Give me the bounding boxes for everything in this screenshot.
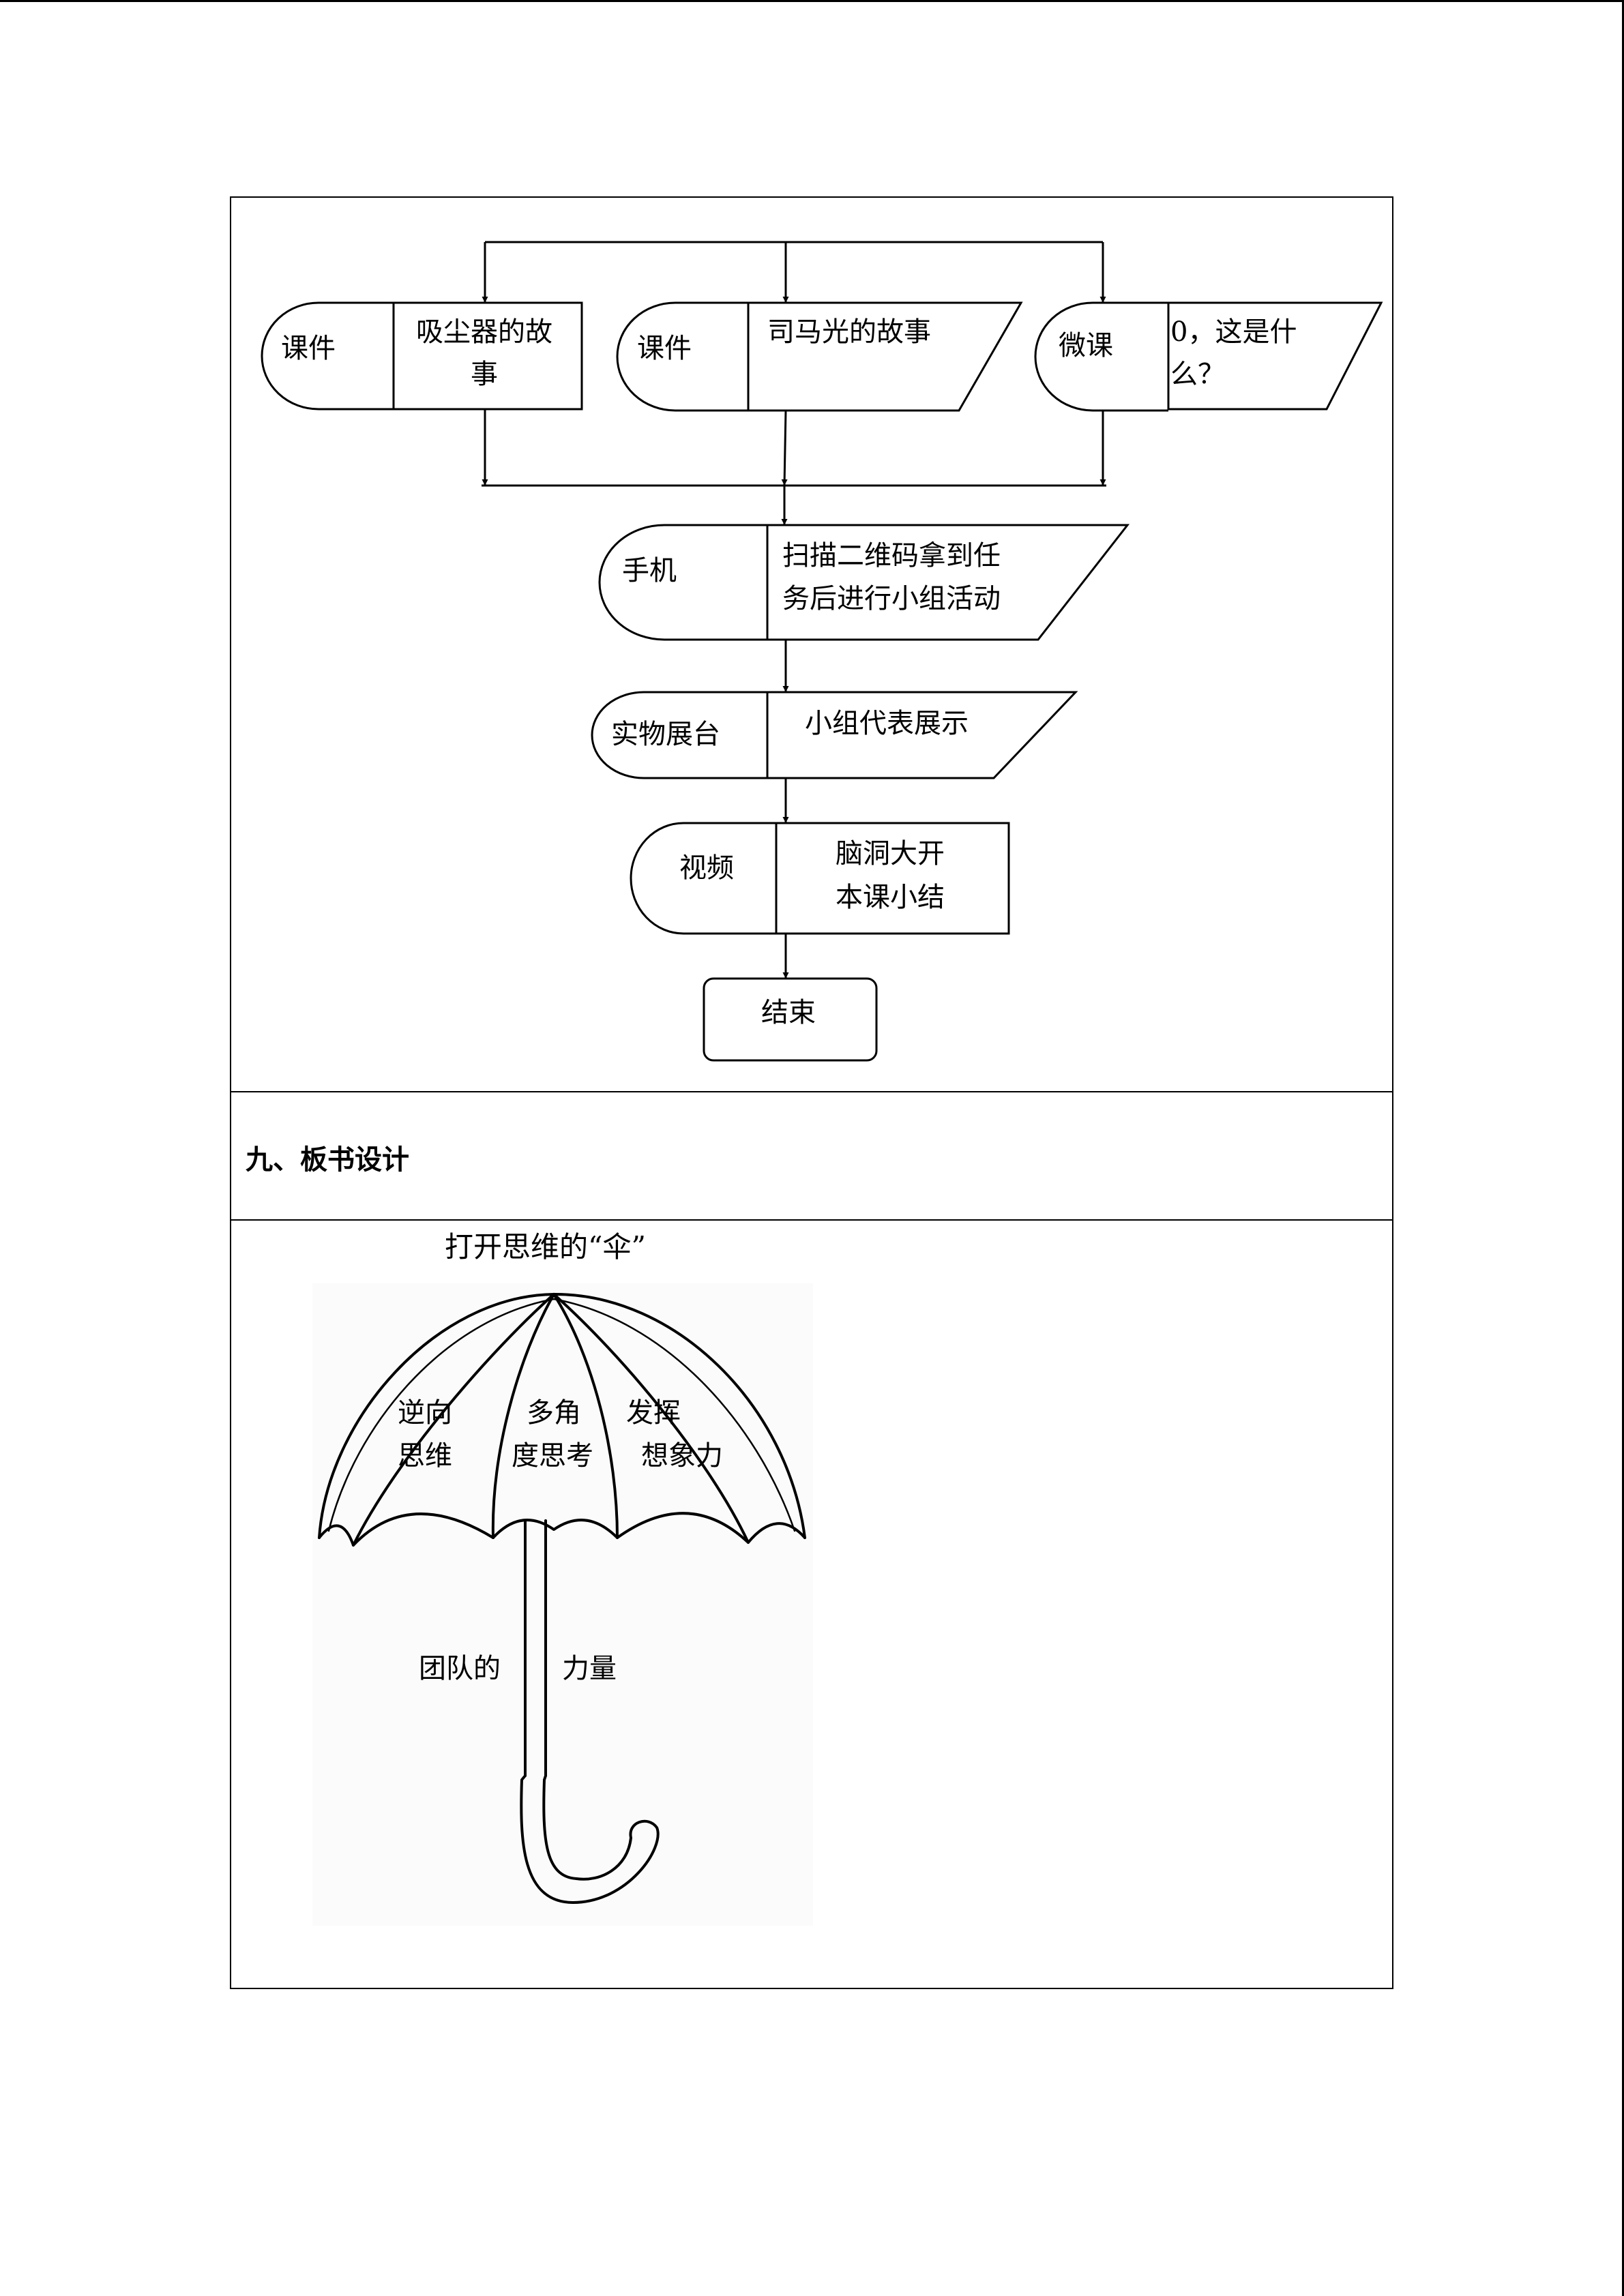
flow-process-box bbox=[775, 822, 1010, 935]
umbrella-rib bbox=[352, 1293, 555, 1547]
flow-content-label: 么？ bbox=[1170, 359, 1225, 390]
umbrella-hem bbox=[318, 1512, 806, 1547]
flow-media-shape bbox=[591, 691, 767, 779]
umbrella-canopy-inner bbox=[327, 1298, 796, 1532]
flow-media-shape bbox=[598, 524, 767, 641]
board-title: 打开思维的“伞” bbox=[445, 1230, 646, 1264]
flow-content-label: 事 bbox=[471, 359, 498, 390]
umbrella-rib bbox=[552, 1293, 750, 1544]
flow-media-label: 微课 bbox=[1059, 330, 1113, 361]
flow-data-box bbox=[1167, 301, 1383, 411]
lesson-table bbox=[230, 196, 1393, 1989]
flow-content-label: 吸尘器的故 bbox=[416, 316, 552, 348]
umbrella-handle-label: 力量 bbox=[562, 1653, 617, 1684]
flow-content-label: 脑洞大开 bbox=[836, 838, 945, 869]
umbrella-panel-label: 多角 bbox=[527, 1397, 581, 1429]
page-right-border bbox=[1622, 0, 1624, 2296]
flow-media-label: 手机 bbox=[622, 555, 677, 586]
flow-content-label: 务后进行小组活动 bbox=[782, 583, 1001, 614]
table-row-divider-1 bbox=[230, 1091, 1393, 1092]
flow-data-box bbox=[747, 301, 1023, 412]
section-heading: 九、板书设计 bbox=[246, 1144, 409, 1176]
flow-media-label: 视频 bbox=[679, 852, 734, 884]
flow-arrow bbox=[781, 410, 788, 486]
flowchart-labels: 课件 吸尘器的故 事 课件 司马光的故事 微课 0，这是什 么？ 手机 扫描二维… bbox=[281, 316, 1297, 1028]
flow-content-label: 扫描二维码拿到任 bbox=[782, 540, 1001, 571]
umbrella-rib bbox=[552, 1293, 619, 1539]
umbrella-handle bbox=[520, 1774, 660, 1904]
flow-media-shape bbox=[261, 301, 394, 411]
flow-media-shape bbox=[630, 822, 776, 935]
flow-content-label: 本课小结 bbox=[836, 882, 945, 913]
umbrella-rib bbox=[491, 1293, 555, 1539]
umbrella-image-bg bbox=[312, 1283, 813, 1926]
flow-content-label: 司马光的故事 bbox=[767, 316, 931, 348]
umbrella-panel-label: 思维 bbox=[398, 1440, 452, 1472]
flow-data-box bbox=[766, 524, 1130, 641]
umbrella-panel-label: 逆向 bbox=[398, 1397, 452, 1429]
flow-media-label: 课件 bbox=[637, 333, 692, 364]
umbrella-panel-label: 度思考 bbox=[512, 1440, 593, 1472]
flowchart bbox=[261, 241, 1383, 1062]
flow-media-shape bbox=[1034, 301, 1168, 412]
umbrella-panel-label: 想象力 bbox=[641, 1440, 723, 1472]
umbrella-handle-label: 团队的 bbox=[419, 1653, 501, 1684]
flow-content-label: 0，这是什 bbox=[1170, 316, 1297, 348]
umbrella-labels: 逆向 思维 多角 度思考 发挥 想象力 团队的 力量 bbox=[398, 1397, 723, 1684]
flow-media-label: 实物展台 bbox=[611, 719, 720, 750]
table-row-divider-2 bbox=[230, 1219, 1393, 1221]
umbrella-panel-label: 发挥 bbox=[626, 1397, 681, 1429]
flow-end-shape bbox=[703, 977, 878, 1062]
umbrella-icon bbox=[318, 1292, 806, 1904]
flow-end-label: 结束 bbox=[761, 997, 816, 1028]
page-top-border bbox=[0, 0, 1624, 2]
flow-process-box bbox=[392, 301, 583, 411]
flow-content-label: 小组代表展示 bbox=[805, 708, 969, 739]
flow-data-box bbox=[766, 691, 1078, 779]
flow-media-label: 课件 bbox=[281, 333, 336, 364]
flow-media-shape bbox=[616, 301, 748, 412]
